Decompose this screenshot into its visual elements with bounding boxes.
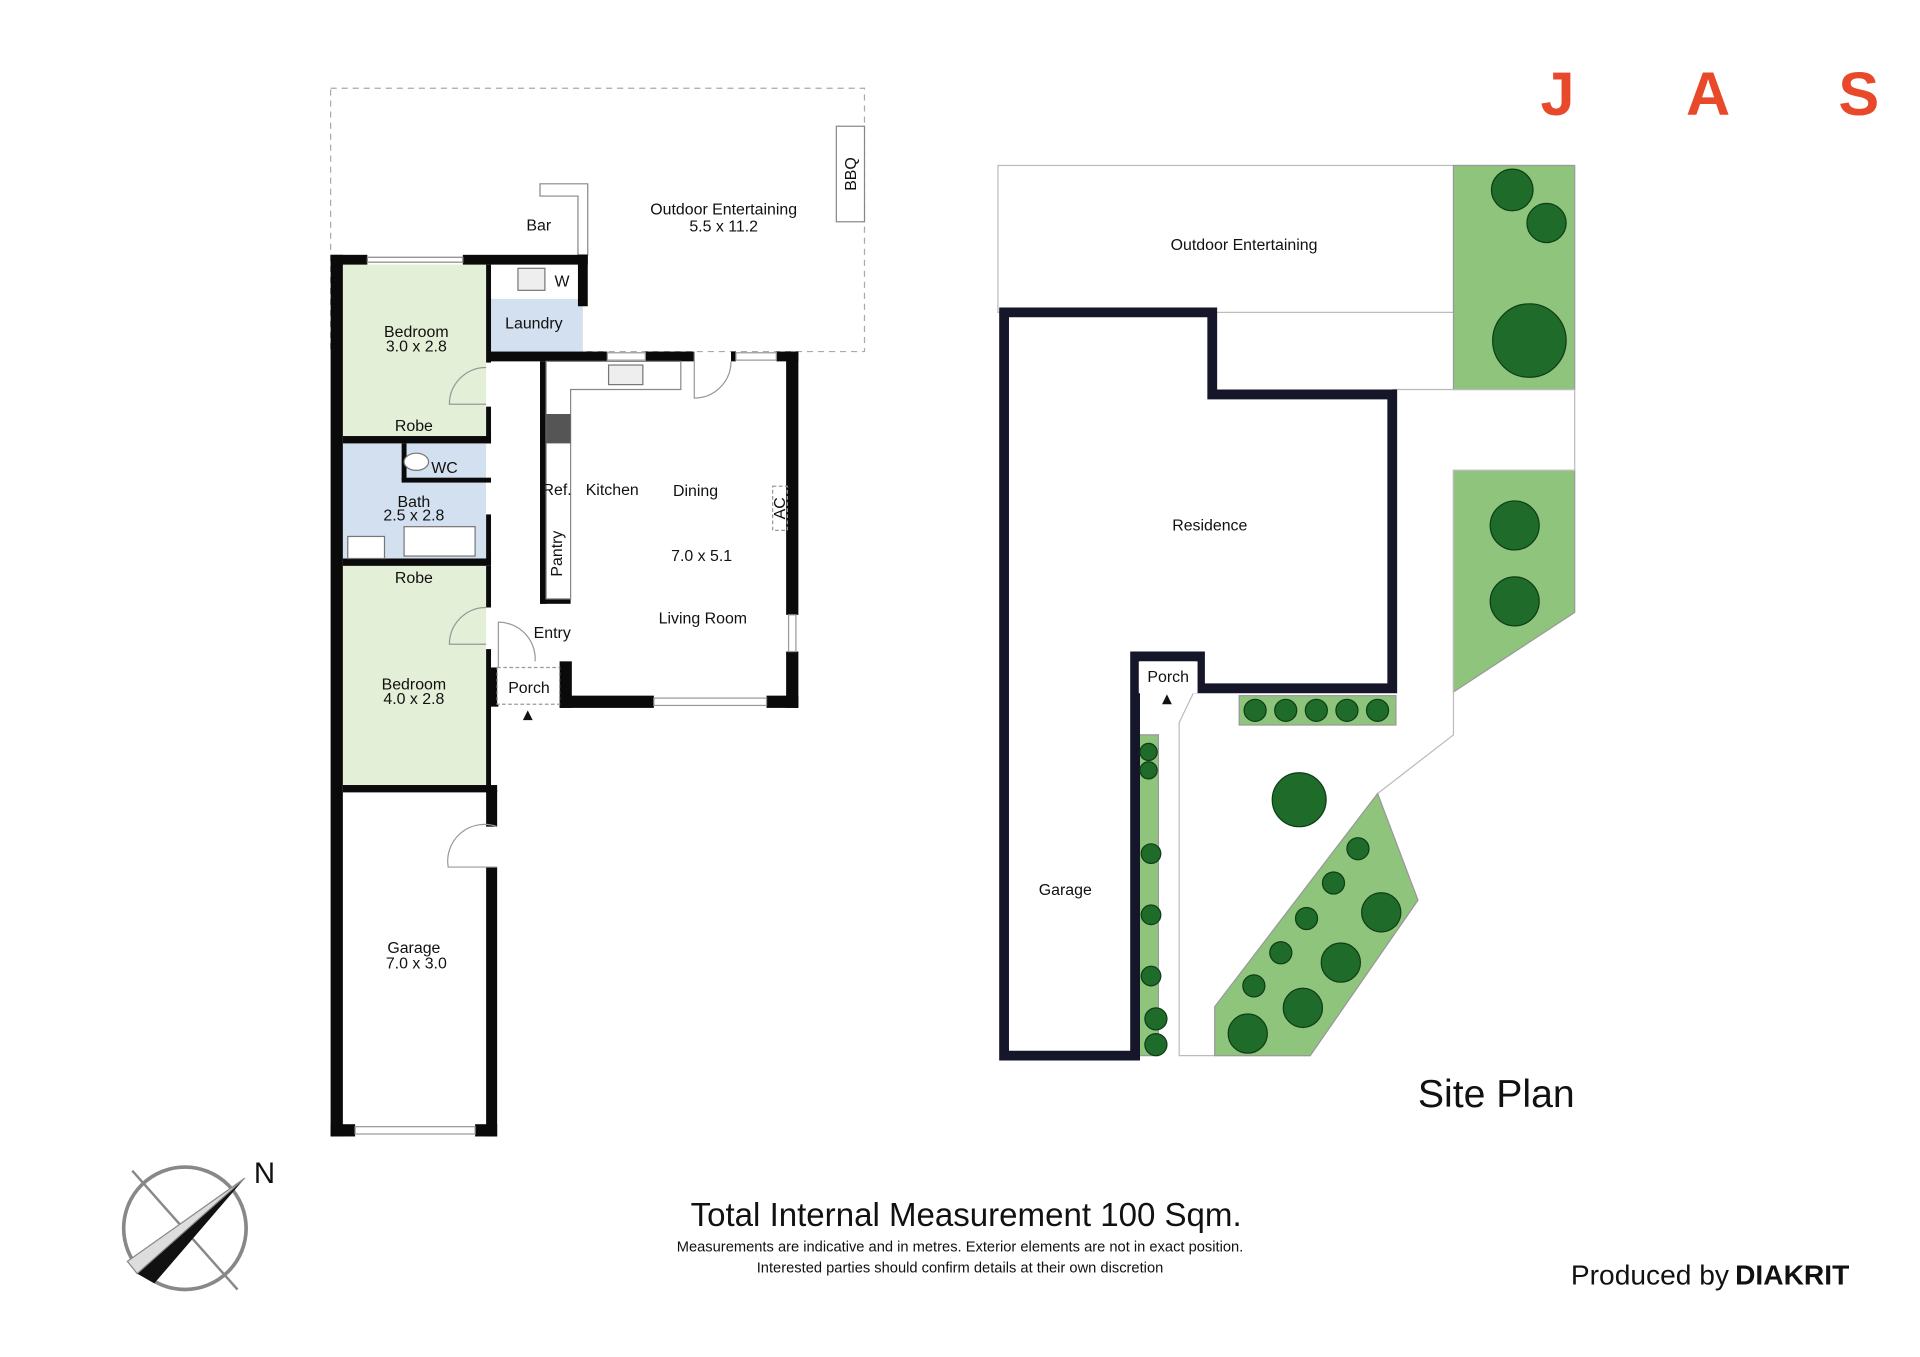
entry-door[interactable] bbox=[497, 621, 536, 668]
svg-text:Bar: Bar bbox=[526, 217, 551, 234]
svg-text:Produced by: Produced by bbox=[1571, 1260, 1730, 1291]
door[interactable] bbox=[693, 351, 732, 399]
svg-text:Bath: Bath bbox=[398, 494, 431, 511]
svg-text:Interested parties should conf: Interested parties should confirm detail… bbox=[757, 1260, 1164, 1276]
toilet-icon bbox=[403, 452, 430, 471]
svg-text:Measurements are indicative an: Measurements are indicative and in metre… bbox=[677, 1240, 1244, 1256]
svg-text:Garage: Garage bbox=[1039, 882, 1092, 899]
svg-text:Porch: Porch bbox=[508, 680, 550, 697]
bathtub-icon bbox=[403, 526, 476, 557]
svg-text:Kitchen: Kitchen bbox=[586, 482, 639, 499]
bedroom-1 bbox=[342, 264, 487, 439]
svg-text:N: N bbox=[254, 1157, 275, 1190]
svg-text:Bedroom: Bedroom bbox=[384, 324, 449, 341]
svg-text:Total Internal Measurement 100: Total Internal Measurement 100 Sqm. bbox=[691, 1197, 1242, 1234]
laundry-tub-icon bbox=[517, 267, 546, 291]
svg-text:2.5 x 2.8: 2.5 x 2.8 bbox=[383, 508, 444, 525]
svg-text:Porch: Porch bbox=[1147, 669, 1189, 686]
svg-text:Robe: Robe bbox=[395, 570, 433, 587]
floor-plan: BBQ Bar Outdoor Entertaining 5.5 x 11.2 bbox=[330, 87, 866, 1137]
trees bbox=[1139, 168, 1567, 1057]
svg-text:Living Room: Living Room bbox=[659, 610, 747, 627]
svg-text:Outdoor Entertaining: Outdoor Entertaining bbox=[650, 201, 797, 218]
svg-text:DIAKRIT: DIAKRIT bbox=[1735, 1260, 1849, 1291]
entry-arrow-icon bbox=[522, 710, 533, 721]
svg-text:Dining: Dining bbox=[673, 483, 718, 500]
svg-text:5.5 x 11.2: 5.5 x 11.2 bbox=[689, 219, 758, 236]
footer: Total Internal Measurement 100 Sqm. Meas… bbox=[677, 1197, 1850, 1291]
bbq bbox=[835, 125, 866, 223]
jas-logo: J A S bbox=[1541, 60, 1880, 128]
kitchen-sink-icon bbox=[607, 364, 644, 386]
door[interactable] bbox=[447, 823, 498, 868]
svg-text:Ref.: Ref. bbox=[543, 482, 572, 499]
svg-text:Entry: Entry bbox=[534, 625, 571, 642]
svg-text:BBQ: BBQ bbox=[843, 157, 860, 191]
svg-text:AC: AC bbox=[772, 497, 789, 519]
svg-text:A: A bbox=[1686, 60, 1730, 128]
svg-text:Residence: Residence bbox=[1172, 517, 1247, 534]
svg-text:Outdoor Entertaining: Outdoor Entertaining bbox=[1171, 237, 1318, 254]
residence-footprint bbox=[999, 307, 1398, 1061]
svg-text:J: J bbox=[1541, 60, 1575, 128]
svg-text:S: S bbox=[1838, 60, 1879, 128]
site-plan: Outdoor Entertaining Residence Porch Gar… bbox=[997, 164, 1576, 1116]
svg-text:Laundry: Laundry bbox=[505, 315, 563, 332]
svg-text:Garage: Garage bbox=[387, 940, 440, 957]
svg-text:3.0 x 2.8: 3.0 x 2.8 bbox=[386, 339, 447, 356]
svg-text:Site Plan: Site Plan bbox=[1418, 1073, 1575, 1116]
north-compass: N bbox=[121, 1157, 275, 1292]
cooktop-icon bbox=[546, 414, 571, 444]
door[interactable] bbox=[448, 366, 487, 405]
svg-text:Pantry: Pantry bbox=[549, 531, 566, 577]
vanity-icon bbox=[347, 535, 386, 560]
svg-text:7.0 x 3.0: 7.0 x 3.0 bbox=[386, 956, 447, 973]
svg-text:WC: WC bbox=[431, 460, 458, 477]
svg-text:Robe: Robe bbox=[395, 418, 433, 435]
bedroom-2 bbox=[342, 565, 487, 787]
svg-text:4.0 x 2.8: 4.0 x 2.8 bbox=[383, 691, 444, 708]
laundry bbox=[491, 298, 583, 358]
svg-text:W: W bbox=[555, 274, 570, 291]
svg-text:7.0 x 5.1: 7.0 x 5.1 bbox=[671, 548, 732, 565]
svg-text:Bedroom: Bedroom bbox=[382, 677, 447, 694]
door[interactable] bbox=[448, 606, 487, 645]
